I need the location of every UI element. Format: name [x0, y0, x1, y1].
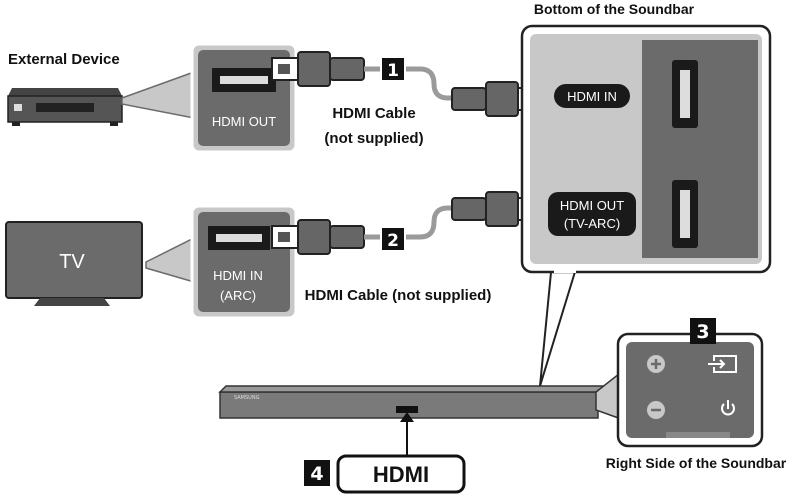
tv-icon: TV [5, 221, 143, 306]
hdmi-cable-1-plug-left [271, 51, 365, 87]
device-callout [121, 70, 195, 119]
soundbar-bottom-label: Bottom of the Soundbar [534, 1, 695, 17]
soundbar-front-hdmi-port [396, 406, 418, 413]
hdmi-cable-2-label: HDMI Cable (not supplied) [305, 287, 492, 304]
front-hdmi-callout: HDMI [336, 454, 466, 494]
svg-text:4: 4 [310, 463, 323, 485]
step-4-badge: 4 [304, 460, 330, 486]
soundbar-hdmi-in-label: HDMI IN [567, 89, 617, 104]
tv-port-panel: HDMI IN (ARC) [190, 204, 298, 320]
step-2-badge: 2 [382, 228, 404, 251]
svg-text:3: 3 [696, 321, 709, 343]
hdmi-cable-1 [364, 66, 454, 101]
external-device-icon [7, 88, 123, 126]
hdmi-cable-2-plug-left [271, 219, 365, 255]
soundbar-right-label: Right Side of the Soundbar [606, 455, 787, 471]
tv-hdmi-arc-label: (ARC) [220, 288, 256, 303]
svg-text:2: 2 [387, 231, 399, 251]
device-hdmi-out-label: HDMI OUT [212, 114, 276, 129]
minus-icon [647, 401, 665, 419]
tv-label: TV [59, 251, 85, 273]
svg-text:1: 1 [387, 61, 399, 81]
soundbar-brand-logo: SAMSUNG [234, 395, 260, 401]
soundbar-tv-arc-label: (TV-ARC) [564, 216, 620, 231]
step-3-badge: 3 [690, 318, 716, 344]
hdmi-cable-2 [364, 205, 454, 240]
soundbar-right-side-panel [595, 332, 764, 448]
soundbar-bottom-panel: HDMI IN HDMI OUT (TV-ARC) [520, 24, 772, 387]
plus-icon [647, 355, 665, 373]
hdmi-cable-1-note: (not supplied) [324, 130, 423, 147]
source-icon [708, 355, 737, 373]
soundbar-hdmi-out-label: HDMI OUT [560, 198, 624, 213]
front-hdmi-label: HDMI [373, 462, 429, 487]
power-icon [721, 400, 735, 416]
step-1-badge: 1 [382, 58, 404, 81]
soundbar: SAMSUNG [218, 385, 606, 419]
device-port-panel: HDMI OUT [190, 42, 298, 154]
tv-hdmi-in-label: HDMI IN [213, 268, 263, 283]
external-device-label: External Device [8, 51, 120, 68]
hdmi-cable-1-label: HDMI Cable [332, 105, 415, 122]
tv-callout [145, 236, 195, 283]
